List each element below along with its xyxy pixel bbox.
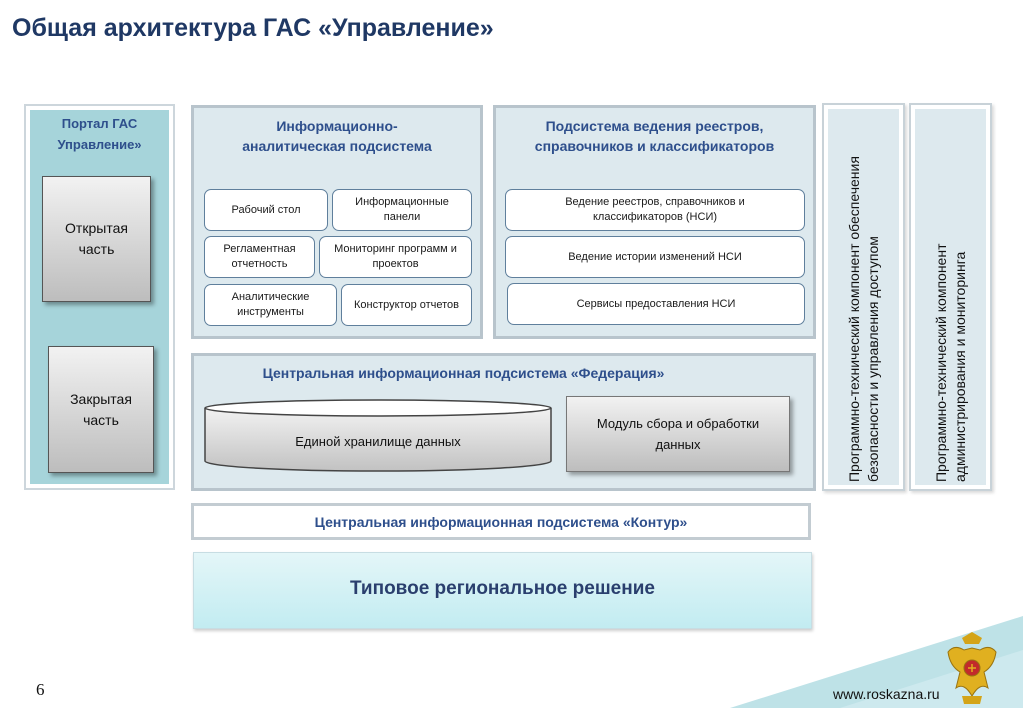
regional-panel: Типовое региональное решение — [193, 552, 812, 629]
nsi-registry-item[interactable]: Ведение реестров, справочников и классиф… — [505, 189, 805, 231]
registry-panel: Подсистема ведения реестров, справочнико… — [493, 105, 816, 339]
desktop-item[interactable]: Рабочий стол — [204, 189, 328, 231]
nsi-history-item[interactable]: Ведение истории изменений НСИ — [505, 236, 805, 278]
data-storage-cylinder[interactable]: Единой хранилище данных — [202, 397, 554, 475]
info-panels-item[interactable]: Информационные панели — [332, 189, 472, 231]
kontur-label: Центральная информационная подсистема «К… — [314, 514, 688, 530]
page-number: 6 — [36, 680, 45, 699]
report-builder-item[interactable]: Конструктор отчетов — [341, 284, 472, 326]
site-link[interactable]: www.roskazna.ru — [833, 686, 940, 702]
admin-component-panel: Программно-технический компонент админис… — [909, 103, 992, 491]
collection-module-box[interactable]: Модуль сбора и обработки данных — [566, 396, 790, 472]
monitoring-item[interactable]: Мониторинг программ и проектов — [319, 236, 472, 278]
regional-label: Типовое региональное решение — [350, 578, 655, 599]
analytic-tools-item[interactable]: Аналитические инструменты — [204, 284, 337, 326]
page-title: Общая архитектура ГАС «Управление» — [12, 14, 494, 42]
analytics-panel: Информационно- аналитическая подсистема … — [191, 105, 483, 339]
security-component-panel: Программно-технический компонент обеспеч… — [822, 103, 905, 491]
closed-part-box[interactable]: Закрытая часть — [48, 346, 154, 473]
portal-panel: Портал ГАС Управление» Открытая часть За… — [24, 104, 175, 490]
federation-heading: Центральная информационная подсистема «Ф… — [262, 365, 665, 381]
kontur-panel: Центральная информационная подсистема «К… — [191, 503, 811, 540]
federation-panel: Центральная информационная подсистема «Ф… — [191, 353, 816, 491]
data-storage-label: Единой хранилище данных — [295, 434, 461, 449]
analytics-heading: Информационно- аналитическая подсистема — [242, 118, 432, 154]
nsi-services-item[interactable]: Сервисы предоставления НСИ — [507, 283, 805, 325]
emblem-logo — [944, 630, 1000, 706]
registry-heading: Подсистема ведения реестров, справочнико… — [534, 118, 775, 154]
portal-heading: Портал ГАС Управление» — [57, 116, 142, 152]
reporting-item[interactable]: Регламентная отчетность — [204, 236, 315, 278]
open-part-box[interactable]: Открытая часть — [42, 176, 151, 302]
